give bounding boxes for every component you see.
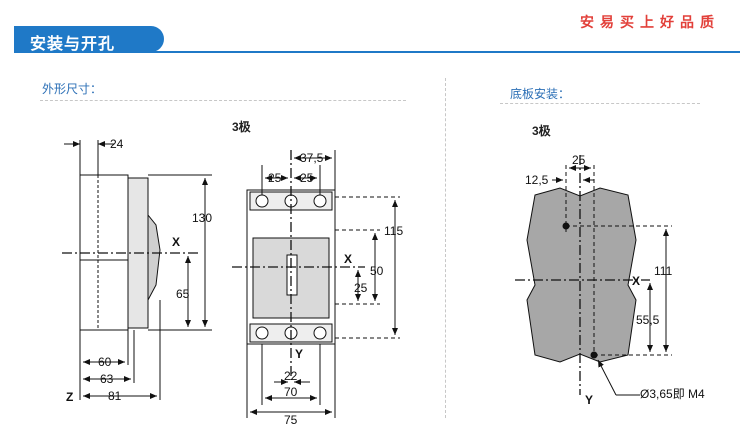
front-dim-25-right: 25	[300, 171, 314, 185]
side-dim-81: 81	[108, 389, 122, 403]
base-plate-view	[515, 155, 672, 396]
side-view	[62, 140, 212, 400]
base-hole-label: Ø3,65即 M4	[640, 387, 705, 401]
section-separator	[445, 78, 446, 418]
side-dim-24: 24	[110, 137, 124, 151]
title-bar	[14, 26, 164, 52]
front-pole-label: 3极	[232, 120, 251, 134]
side-dim-65: 65	[176, 287, 190, 301]
base-pole-label: 3极	[532, 124, 551, 138]
side-dim-60: 60	[98, 355, 112, 369]
front-axis-y: Y	[295, 347, 303, 361]
base-dim-111: 111	[654, 264, 673, 278]
front-dim-25-v: 25	[354, 281, 368, 295]
outline-divider	[40, 100, 406, 101]
front-view	[232, 150, 400, 418]
header-divider	[14, 51, 740, 53]
base-dim-55-5: 55,5	[636, 313, 660, 327]
base-dim-25: 25	[572, 153, 586, 167]
side-dim-63: 63	[100, 372, 114, 386]
side-axis-z: Z	[66, 390, 73, 404]
base-plate-shape	[526, 187, 637, 363]
base-divider	[500, 103, 700, 104]
front-axis-x: X	[344, 252, 352, 266]
front-dim-37-5: 37,5	[300, 151, 324, 165]
side-axis-x: X	[172, 235, 180, 249]
front-dim-115: 115	[384, 224, 403, 238]
base-dim-12-5: 12,5	[525, 173, 549, 187]
side-dim-130: 130	[192, 211, 212, 225]
front-dim-22: 22	[284, 369, 298, 383]
page-title: 安装与开孔	[30, 36, 116, 53]
page-header: 安装与开孔 安易买上好品质	[0, 0, 740, 74]
front-toggle	[286, 254, 298, 296]
front-dim-50: 50	[370, 264, 384, 278]
outline-section-label: 外形尺寸：	[42, 82, 103, 96]
base-axis-y: Y	[585, 393, 593, 407]
side-handle	[147, 213, 161, 301]
front-dim-70: 70	[284, 385, 298, 399]
front-dim-25-left: 25	[268, 171, 282, 185]
base-section-label: 底板安装：	[510, 87, 571, 101]
base-axis-x: X	[632, 274, 640, 288]
front-dim-75: 75	[284, 413, 298, 427]
brand-slogan: 安易买上好品质	[580, 14, 720, 30]
